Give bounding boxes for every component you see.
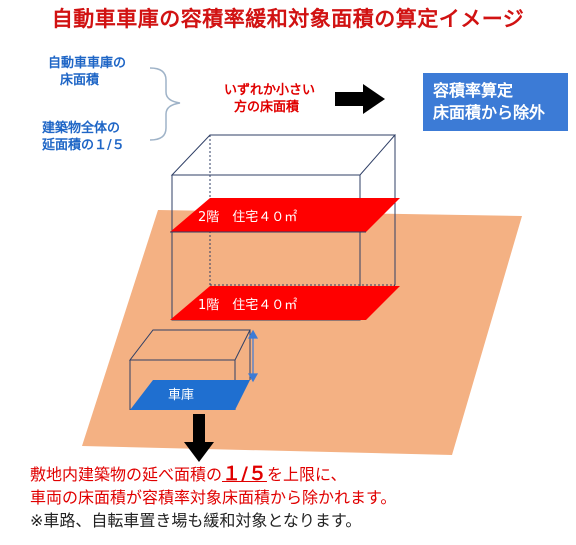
page-title: 自動車車庫の容積率緩和対象面積の算定イメージ [51, 7, 525, 31]
garage-floor [130, 380, 250, 410]
down-arrow-icon [184, 414, 214, 462]
bottom-line-1-emph: １/５ [222, 463, 267, 485]
smaller-area-label: いずれか小さい 方の床面積 [224, 82, 315, 116]
bottom-line-3: ※車路、自転車置き場も緩和対象となります。 [30, 511, 362, 530]
building-total-label: 建築物全体の 延面積の１/５ [42, 120, 125, 154]
right-arrow-icon [335, 84, 385, 114]
smaller-area-line1: いずれか小さい [224, 83, 316, 98]
bottom-line-2: 車両の床面積が容積率対象床面積から除かれます。 [30, 488, 397, 507]
garage-label: 車庫 [168, 388, 194, 403]
excluded-result-box: 容積率算定 床面積から除外 [423, 73, 568, 131]
garage-floor-area-line2: 床面積 [60, 73, 100, 88]
bottom-line-1-part2: を上限に、 [266, 465, 347, 484]
bottom-line-1-part1: 敷地内建築物の延べ面積の [30, 465, 223, 484]
floor-1-label: 1階 住宅４０㎡ [198, 298, 297, 313]
site-parcel [82, 210, 522, 455]
floor-2-label: 2階 住宅４０㎡ [198, 210, 297, 225]
floor-1-slab [170, 286, 400, 320]
floor-2-slab [170, 198, 400, 232]
garage-floor-area-label: 自動車車庫の 床面積 [48, 55, 126, 89]
bottom-line-1: 敷地内建築物の延べ面積の１/５を上限に、 [30, 463, 347, 486]
building-total-line1: 建築物全体の [42, 121, 121, 136]
result-line2: 床面積から除外 [433, 103, 546, 122]
result-line1: 容積率算定 [433, 81, 514, 100]
garage-height-arrow [247, 329, 259, 383]
brace-icon [149, 67, 181, 141]
garage-floor-area-line1: 自動車車庫の [48, 56, 127, 71]
building-total-line2: 延面積の１/５ [42, 138, 125, 153]
smaller-area-line2: 方の床面積 [234, 100, 300, 115]
